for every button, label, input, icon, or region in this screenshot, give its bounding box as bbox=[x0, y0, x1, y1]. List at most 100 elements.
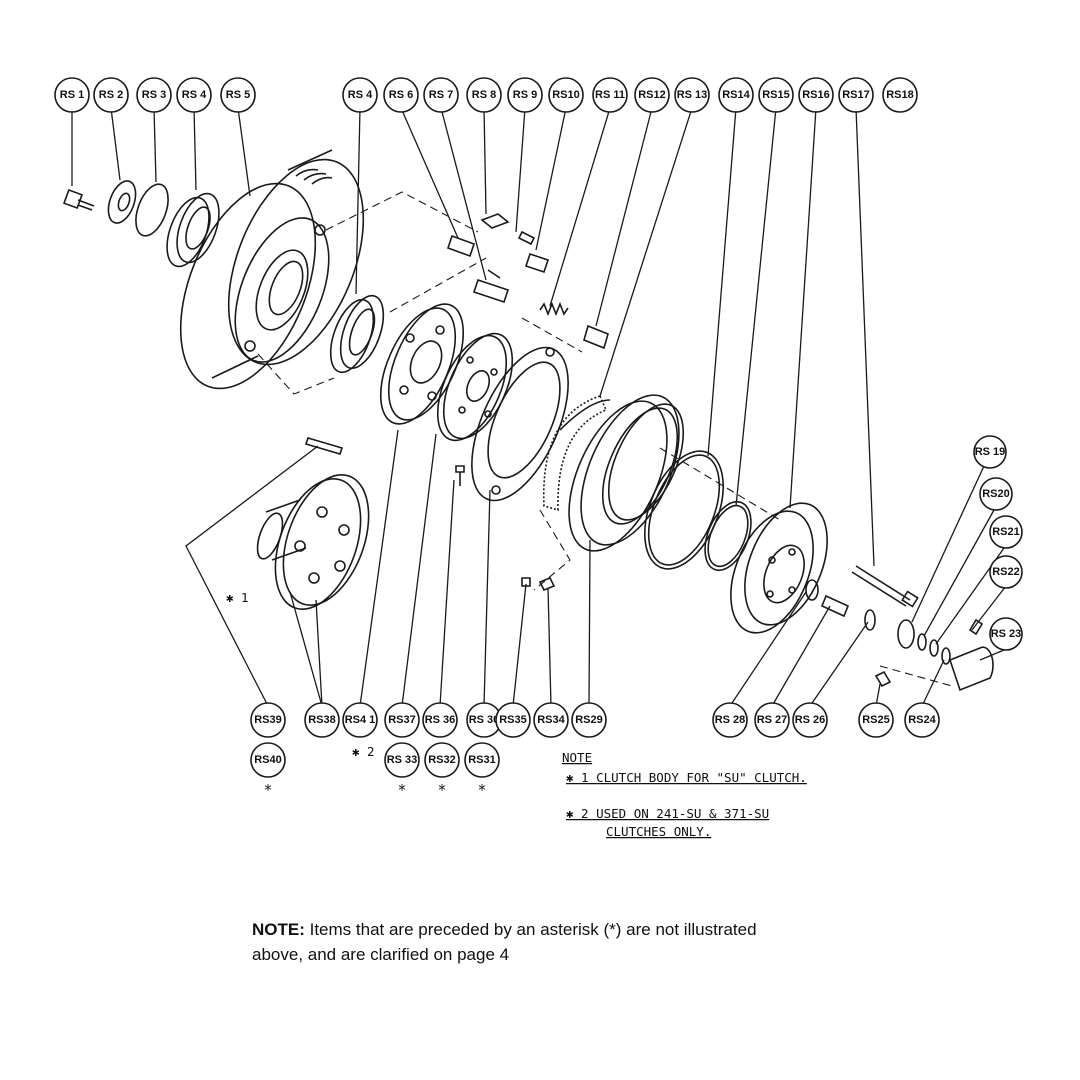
callout-rs21: RS21 bbox=[989, 515, 1023, 549]
svg-text:RS 26: RS 26 bbox=[795, 714, 826, 726]
page-note: NOTE: Items that are preceded by an aste… bbox=[252, 917, 812, 967]
callout-rs32: RS32 bbox=[424, 742, 460, 778]
callout-rs5: RS 5 bbox=[220, 77, 256, 113]
callout-rs24: RS24 bbox=[904, 702, 940, 738]
callout-rs9: RS 9 bbox=[507, 77, 543, 113]
drawing-note-heading: NOTE bbox=[562, 750, 592, 765]
pins-rs6-rs7 bbox=[446, 234, 510, 304]
callout-rs23: RS 23 bbox=[989, 617, 1023, 651]
svg-text:RS20: RS20 bbox=[982, 488, 1010, 500]
pulley-rs5 bbox=[179, 149, 365, 390]
svg-text:RS14: RS14 bbox=[722, 89, 750, 101]
svg-text:RS40: RS40 bbox=[254, 754, 282, 766]
callout-rs10: RS10 bbox=[548, 77, 584, 113]
svg-text:RS 3: RS 3 bbox=[142, 89, 166, 101]
page-note-label: NOTE: bbox=[252, 920, 305, 939]
svg-text:RS 4: RS 4 bbox=[182, 89, 207, 101]
plate-rs30 bbox=[471, 346, 569, 502]
callout-rs13: RS 13 bbox=[674, 77, 710, 113]
callout-rs35: RS35 bbox=[495, 702, 531, 738]
svg-text:RS 36: RS 36 bbox=[425, 714, 456, 726]
callout-rs4: RS 4 bbox=[176, 77, 212, 113]
drawing-note: NOTE ✱ 1 CLUTCH BODY FOR "SU" CLUTCH. ✱ … bbox=[562, 750, 807, 839]
svg-text:RS25: RS25 bbox=[862, 714, 890, 726]
spring-rs11 bbox=[539, 301, 569, 317]
callout-rs7: RS 7 bbox=[423, 77, 459, 113]
svg-text:RS21: RS21 bbox=[992, 526, 1020, 538]
svg-text:RS38: RS38 bbox=[308, 714, 336, 726]
callout-rs3: RS 3 bbox=[136, 77, 172, 113]
callout-rs8: RS 8 bbox=[466, 77, 502, 113]
callout-bubbles: RS 1 RS 2 RS 3 RS 4 RS 5 RS 4 RS 6 RS 7 … bbox=[54, 77, 1023, 778]
svg-text:RS 13: RS 13 bbox=[677, 89, 708, 101]
svg-text:RS 9: RS 9 bbox=[513, 89, 537, 101]
drawing-note-line2b: CLUTCHES ONLY. bbox=[606, 824, 711, 839]
callout-rs15: RS15 bbox=[758, 77, 794, 113]
bolt-rs1 bbox=[63, 189, 95, 211]
parts-rs26-rs28 bbox=[805, 579, 876, 631]
marker-x2: ✱ 2 bbox=[352, 744, 375, 759]
asterisk-rs33: * bbox=[397, 781, 406, 799]
svg-text:RS34: RS34 bbox=[537, 714, 565, 726]
callout-rs6: RS 6 bbox=[383, 77, 419, 113]
bearing-rs4b bbox=[329, 294, 385, 374]
callout-rs12: RS12 bbox=[634, 77, 670, 113]
bolts-rs34-rs36 bbox=[455, 465, 556, 592]
callout-rs4b: RS 4 bbox=[342, 77, 378, 113]
svg-text:RS29: RS29 bbox=[575, 714, 603, 726]
svg-text:RS24: RS24 bbox=[908, 714, 936, 726]
svg-text:RS22: RS22 bbox=[992, 566, 1020, 578]
asterisk-rs32: * bbox=[437, 781, 446, 799]
svg-text:RS 30: RS 30 bbox=[469, 714, 500, 726]
callout-rs30: RS 30 bbox=[466, 702, 502, 738]
svg-text:RS16: RS16 bbox=[802, 89, 830, 101]
svg-text:RS 4: RS 4 bbox=[348, 89, 373, 101]
callout-rs14: RS14 bbox=[718, 77, 754, 113]
asterisk-markers: * * * * ✱ 2 ✱ 1 bbox=[226, 590, 487, 799]
svg-text:RS17: RS17 bbox=[842, 89, 870, 101]
svg-text:RS 33: RS 33 bbox=[387, 754, 418, 766]
drawing-note-line2a: ✱ 2 USED ON 241-SU & 371-SU bbox=[566, 806, 769, 821]
svg-text:RS 19: RS 19 bbox=[975, 446, 1006, 458]
parts-rs19-rs24 bbox=[874, 618, 994, 692]
svg-text:RS18: RS18 bbox=[886, 89, 914, 101]
callout-rs36: RS 36 bbox=[422, 702, 458, 738]
callout-rs34: RS34 bbox=[533, 702, 569, 738]
page-note-text: Items that are preceded by an asterisk (… bbox=[252, 920, 757, 964]
callout-rs25: RS25 bbox=[858, 702, 894, 738]
callout-rs1: RS 1 bbox=[54, 77, 90, 113]
svg-text:RS 28: RS 28 bbox=[715, 714, 746, 726]
callout-rs29: RS29 bbox=[571, 702, 607, 738]
svg-text:RS31: RS31 bbox=[468, 754, 496, 766]
drawing-note-line1: ✱ 1 CLUTCH BODY FOR "SU" CLUTCH. bbox=[566, 770, 807, 785]
svg-text:RS32: RS32 bbox=[428, 754, 456, 766]
svg-text:RS37: RS37 bbox=[388, 714, 416, 726]
bearing-rs4 bbox=[166, 192, 220, 268]
assembly-guides bbox=[257, 191, 953, 687]
key-rs39 bbox=[304, 437, 344, 455]
asterisk-rs31: * bbox=[477, 781, 486, 799]
svg-text:RS 6: RS 6 bbox=[389, 89, 413, 101]
callout-rs41: RS4 1 bbox=[342, 702, 378, 738]
plate-rs37 bbox=[436, 332, 514, 442]
svg-text:RS 7: RS 7 bbox=[429, 89, 453, 101]
callout-rs38: RS38 bbox=[304, 702, 340, 738]
piston-rs16 bbox=[730, 502, 828, 634]
svg-text:RS 8: RS 8 bbox=[472, 89, 496, 101]
callout-rs40: RS40 bbox=[250, 742, 286, 778]
keys-rs8-rs10 bbox=[480, 213, 550, 274]
callout-rs28: RS 28 bbox=[712, 702, 748, 738]
marker-x1: ✱ 1 bbox=[226, 590, 249, 605]
washer-rs2 bbox=[107, 180, 137, 224]
callout-rs2: RS 2 bbox=[93, 77, 129, 113]
callout-rs20: RS20 bbox=[979, 477, 1013, 511]
svg-text:RS4 1: RS4 1 bbox=[345, 714, 376, 726]
callout-rs17: RS17 bbox=[838, 77, 874, 113]
callout-rs19: RS 19 bbox=[973, 435, 1007, 469]
svg-text:RS35: RS35 bbox=[499, 714, 527, 726]
clutch-body-rs38 bbox=[256, 473, 370, 611]
housing-rs29 bbox=[568, 394, 685, 552]
svg-text:RS 23: RS 23 bbox=[991, 628, 1022, 640]
segment-ring-rs13 bbox=[542, 395, 611, 512]
callout-rs39: RS39 bbox=[250, 702, 286, 738]
